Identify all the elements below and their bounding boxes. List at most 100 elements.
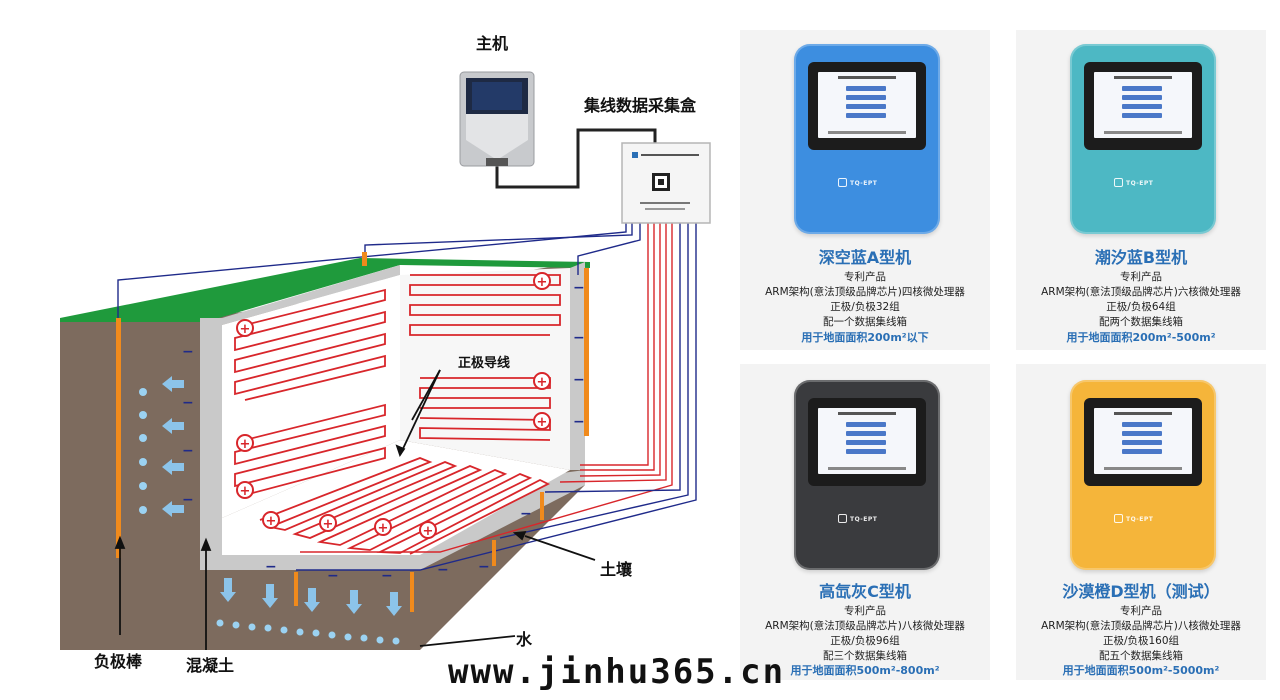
negative-rod	[294, 572, 298, 606]
concrete-wall-back	[222, 265, 400, 325]
minus-sign: −	[573, 414, 585, 430]
device-image-b: TQ-EPT	[1070, 44, 1216, 234]
minus-sign: −	[265, 559, 277, 575]
plus-sign: +	[533, 412, 551, 430]
minus-sign: −	[573, 372, 585, 388]
card-groups: 正极/负极160组	[1102, 635, 1180, 647]
card-processor: ARM架构(意法顶级品牌芯片)四核微处理器	[765, 286, 965, 298]
card-patent: 专利产品	[1120, 271, 1162, 283]
card-patent: 专利产品	[844, 271, 886, 283]
minus-sign: −	[381, 568, 393, 584]
brand-logo-icon	[838, 178, 847, 187]
plus-sign: +	[419, 521, 437, 539]
card-boxes: 配两个数据集线箱	[1099, 316, 1183, 328]
arrow-down-icon	[262, 584, 278, 608]
inner-floor	[222, 440, 570, 555]
card-title: 深空蓝A型机	[818, 248, 912, 267]
product-card-d: TQ-EPT 沙漠橙D型机（测试） 专利产品 ARM架构(意法顶级品牌芯片)八核…	[1016, 364, 1266, 680]
card-area: 用于地面面积200m²以下	[801, 331, 929, 344]
card-processor: ARM架构(意法顶级品牌芯片)八核微处理器	[1041, 620, 1241, 632]
water-drop-icon	[139, 506, 147, 514]
device-brand: TQ-EPT	[850, 180, 878, 187]
card-patent: 专利产品	[844, 605, 886, 617]
card-area: 用于地面面积200m²-500m²	[1066, 331, 1216, 344]
arrow-left-icon	[162, 376, 184, 392]
collector-box	[621, 142, 711, 224]
svg-text:+: +	[378, 521, 389, 536]
minus-sign: −	[437, 562, 449, 578]
label-concrete: 混凝土	[186, 656, 235, 675]
water-drops-bottom	[216, 619, 400, 645]
card-groups: 正极/负极96组	[830, 635, 900, 647]
host-cable	[495, 128, 657, 189]
minus-sign: −	[182, 344, 194, 360]
negative-rod	[362, 252, 367, 266]
svg-text:+: +	[537, 415, 548, 430]
product-card-c: TQ-EPT 高氙灰C型机 专利产品 ARM架构(意法顶级品牌芯片)八核微处理器…	[740, 364, 990, 680]
arrow-down-icon	[386, 592, 402, 616]
svg-text:+: +	[537, 275, 548, 290]
negative-rods	[116, 252, 589, 612]
card-title: 潮汐蓝B型机	[1094, 248, 1188, 267]
svg-text:+: +	[423, 524, 434, 539]
card-processor: ARM架构(意法顶级品牌芯片)八核微处理器	[765, 620, 965, 632]
water-drop-icon	[139, 482, 147, 490]
arrow-left-icon	[162, 459, 184, 475]
svg-text:+: +	[266, 514, 277, 529]
device-brand: TQ-EPT	[850, 516, 878, 523]
arrow-down-icon	[220, 578, 236, 602]
water-arrows-left	[162, 376, 184, 517]
water-drop-icon	[139, 388, 147, 396]
negative-rod	[410, 572, 414, 612]
grass-top-left	[60, 318, 205, 322]
brand-logo-icon	[1114, 178, 1123, 187]
svg-text:+: +	[240, 437, 251, 452]
grass-top	[60, 258, 590, 322]
card-area: 用于地面面积500m²-800m²	[790, 664, 940, 677]
negative-rod	[492, 540, 496, 566]
soil-block	[60, 318, 200, 650]
card-patent: 专利产品	[1120, 605, 1162, 617]
label-collector-box: 集线数据采集盒	[584, 96, 697, 115]
minus-sign: −	[182, 443, 194, 459]
plus-signs: + + + + + + + + + +	[236, 272, 551, 539]
inner-wall-left	[222, 275, 400, 518]
minus-sign: −	[478, 559, 490, 575]
plus-sign: +	[236, 434, 254, 452]
plus-sign: +	[319, 514, 337, 532]
minus-signs: − − − − − − − − − − − − − −	[182, 280, 585, 584]
arrow-left-icon	[162, 501, 184, 517]
water-drop-icon	[139, 434, 147, 442]
svg-text:+: +	[537, 375, 548, 390]
minus-sign: −	[327, 568, 339, 584]
negative-rod	[584, 268, 589, 436]
watermark: www.jinhu365.cn	[448, 652, 786, 692]
arrow-down-icon	[304, 588, 320, 612]
plus-sign: +	[533, 372, 551, 390]
concrete-wall-left	[200, 318, 222, 540]
waterproofing-diagram: + + + + + + + + + + − − −	[60, 71, 711, 650]
brand-logo-icon	[838, 514, 847, 523]
svg-text:+: +	[323, 517, 334, 532]
negative-rod	[540, 492, 544, 520]
plus-sign: +	[533, 272, 551, 290]
device-brand: TQ-EPT	[1126, 516, 1154, 523]
device-brand: TQ-EPT	[1126, 180, 1154, 187]
label-negative-rod: 负极棒	[94, 652, 143, 671]
svg-text:+: +	[240, 322, 251, 337]
card-processor: ARM架构(意法顶级品牌芯片)六核微处理器	[1041, 286, 1241, 298]
card-boxes: 配一个数据集线箱	[823, 316, 907, 328]
label-host: 主机	[476, 34, 509, 53]
label-positive-wire: 正极导线	[458, 356, 511, 371]
minus-sign: −	[182, 492, 194, 508]
concrete-wall-right	[570, 262, 585, 470]
card-area: 用于地面面积500m²-5000m²	[1062, 664, 1220, 677]
water-drop-icon	[139, 411, 147, 419]
minus-sign: −	[573, 280, 585, 296]
card-groups: 正极/负极32组	[830, 301, 900, 313]
svg-text:+: +	[240, 484, 251, 499]
negative-rod	[116, 318, 121, 558]
device-image-c: TQ-EPT	[794, 380, 940, 570]
host-device	[459, 71, 535, 167]
label-soil: 土壤	[600, 560, 633, 579]
